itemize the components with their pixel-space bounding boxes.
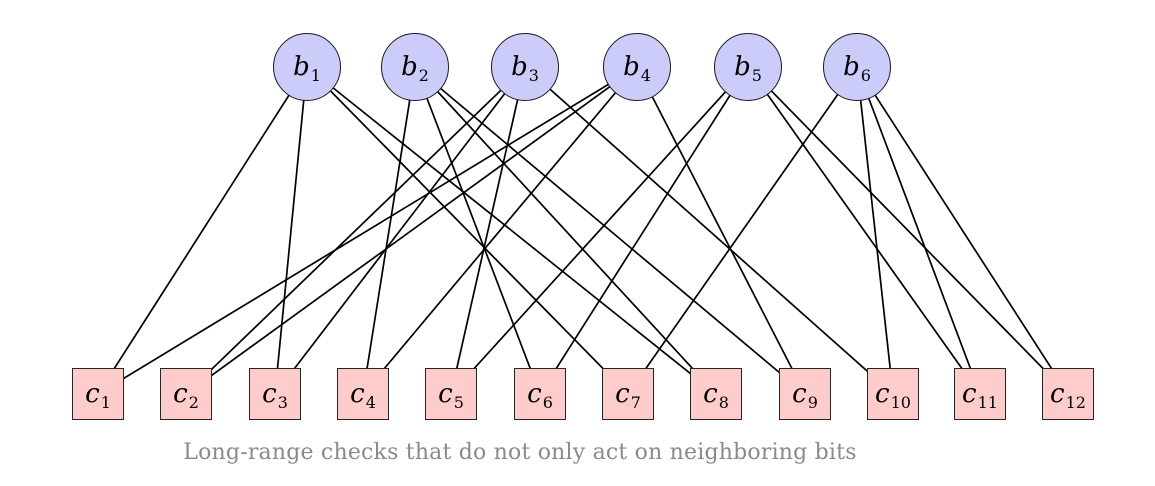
check-node-c6-label: c6 xyxy=(527,379,553,412)
bit-node-b3-label: b3 xyxy=(511,52,539,85)
check-node-c9: c9 xyxy=(779,368,831,420)
edge-b3-c2 xyxy=(185,66,526,395)
check-node-c11-label: c11 xyxy=(962,379,998,412)
edge-b2-c9 xyxy=(414,66,806,395)
bit-node-b2: b2 xyxy=(381,33,449,101)
edge-b6-c11 xyxy=(856,66,981,395)
edge-b6-c12 xyxy=(856,66,1069,395)
edge-b5-c6 xyxy=(539,66,749,395)
edge-b3-c3 xyxy=(274,66,526,395)
check-node-c11: c11 xyxy=(954,368,1006,420)
check-node-c4-label: c4 xyxy=(350,379,376,412)
check-node-c12-label: c12 xyxy=(1050,379,1086,412)
bit-node-b4-label: b4 xyxy=(623,52,651,85)
check-node-c2-label: c2 xyxy=(173,379,199,412)
bit-node-b6-label: b6 xyxy=(843,52,871,85)
edge-b2-c4 xyxy=(362,66,416,395)
edge-b6-c7 xyxy=(627,66,858,395)
check-node-c4: c4 xyxy=(337,368,389,420)
edge-b2-c8 xyxy=(414,66,717,395)
edge-b4-c4 xyxy=(362,66,638,395)
check-node-c6: c6 xyxy=(514,368,566,420)
edge-b6-c10 xyxy=(856,66,894,395)
check-node-c3: c3 xyxy=(249,368,301,420)
edge-b5-c5 xyxy=(450,66,749,395)
edge-b1-c1 xyxy=(97,66,308,395)
bit-node-b5: b5 xyxy=(714,33,782,101)
bit-node-b5-label: b5 xyxy=(734,52,762,85)
bit-node-b1-label: b1 xyxy=(293,52,321,85)
bit-node-b6: b6 xyxy=(823,33,891,101)
check-node-c5-label: c5 xyxy=(438,379,464,412)
check-node-c9-label: c9 xyxy=(792,379,818,412)
edge-b3-c5 xyxy=(450,66,526,395)
edge-b4-c1 xyxy=(97,66,638,395)
check-node-c8-label: c8 xyxy=(703,379,729,412)
figure-caption: Long-range checks that do not only act o… xyxy=(183,440,857,465)
bit-node-b1: b1 xyxy=(273,33,341,101)
check-node-c5: c5 xyxy=(425,368,477,420)
bit-node-b4: b4 xyxy=(603,33,671,101)
edge-b1-c8 xyxy=(306,66,717,395)
edge-b3-c10 xyxy=(524,66,894,395)
check-node-c2: c2 xyxy=(160,368,212,420)
check-node-c3-label: c3 xyxy=(262,379,288,412)
bit-node-b2-label: b2 xyxy=(401,52,429,85)
check-node-c1-label: c1 xyxy=(85,379,111,412)
edge-b4-c9 xyxy=(636,66,806,395)
edge-b2-c6 xyxy=(414,66,541,395)
edge-b5-c11 xyxy=(747,66,981,395)
check-node-c12: c12 xyxy=(1042,368,1094,420)
edge-b5-c12 xyxy=(747,66,1069,395)
bit-node-b3: b3 xyxy=(491,33,559,101)
check-node-c10-label: c10 xyxy=(875,379,911,412)
check-node-c10: c10 xyxy=(867,368,919,420)
check-node-c1: c1 xyxy=(72,368,124,420)
edge-b1-c3 xyxy=(274,66,308,395)
edge-b4-c2 xyxy=(185,66,638,395)
check-node-c7-label: c7 xyxy=(615,379,641,412)
check-node-c7: c7 xyxy=(602,368,654,420)
check-node-c8: c8 xyxy=(690,368,742,420)
